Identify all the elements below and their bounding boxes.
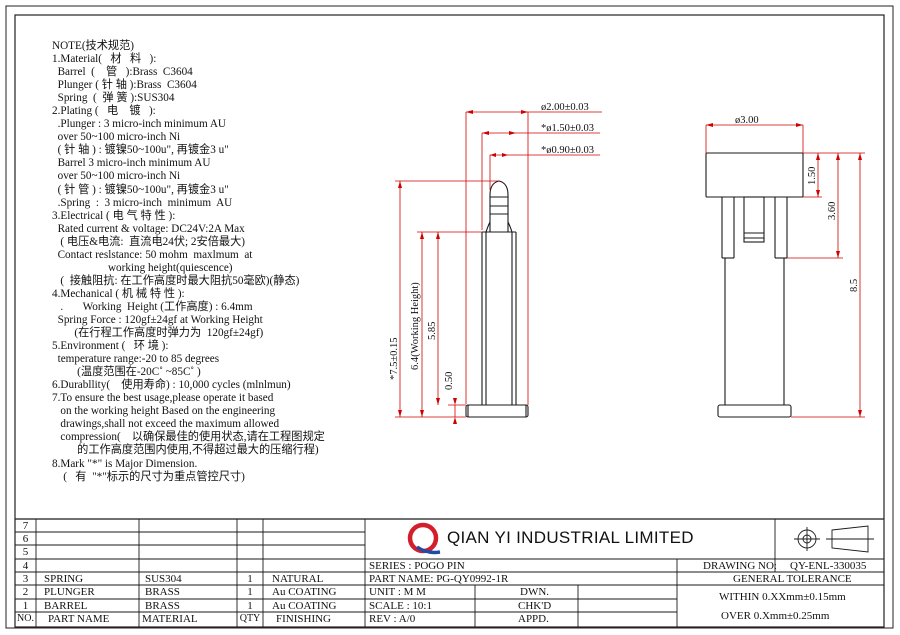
note-line: NOTE(技术规范) (52, 40, 135, 52)
dimension-arrows (398, 110, 862, 424)
note-line: Contact reslstance: 50 mohm maxlmum at (52, 248, 253, 261)
note-line: ( 接触阻抗: 在工作高度时最大阻抗50毫欧)(静态) (52, 274, 300, 287)
drawing-no-label: DRAWING NO: (703, 560, 777, 572)
general-tolerance-label: GENERAL TOLERANCE (733, 573, 852, 585)
note-line: 7.To ensure the best usage,please operat… (52, 392, 274, 405)
unit-label: UNIT : M M (369, 586, 426, 598)
revision-row-5: 5 (22, 546, 29, 558)
bom-row-3-qty: 1 (247, 573, 253, 585)
company-logo: Q (407, 522, 441, 555)
dim-0-50: 0.50 (444, 372, 455, 390)
chkd-label: CHK'D (518, 600, 552, 612)
series-label: SERIES : POGO PIN (369, 560, 465, 572)
note-line: compression( 以确保最佳的使用状态,请在工程图规定 (52, 431, 325, 444)
note-line: Spring ( 弹 簧 ):SUS304 (52, 92, 175, 105)
bom-header-qty: QTY (239, 613, 261, 624)
dim-8-5: 8.5 (849, 279, 860, 292)
bom-row-1-part: BARREL (44, 600, 88, 612)
dwn-label: DWN. (520, 586, 550, 598)
technical-notes: NOTE(技术规范)1.Material( 材 料 ): Barrel ( 管 … (52, 40, 392, 484)
tolerance-within: WITHIN 0.XXmm±0.15mm (719, 591, 846, 603)
dim-dia-2-00: ø2.00±0.03 (541, 102, 589, 113)
dim-dia-0-90: *ø0.90±0.03 (541, 145, 594, 156)
note-line: 5.Environment ( 环 境 ): (52, 340, 169, 353)
dimension-labels: ø2.00±0.03 *ø1.50±0.03 *ø0.90±0.03 ø3.00… (389, 102, 860, 390)
note-line: ( 电压&电流: 直流电24伏; 2安倍最大) (52, 235, 245, 248)
dim-height-7-5: *7.5±0.15 (389, 337, 400, 380)
bom-row-3-finish: NATURAL (272, 573, 324, 585)
bom-row-1-material: BRASS (145, 600, 180, 612)
drawing-no-value: QY-ENL-330035 (790, 560, 867, 572)
dimension-lines (395, 111, 865, 418)
bom-row-2-finish: Au COATING (272, 586, 337, 598)
note-line: Barrel 3 micro-inch minimum AU (52, 157, 211, 170)
revision-row-7: 7 (22, 520, 29, 532)
bom-row-2-material: BRASS (145, 586, 180, 598)
bom-row-1-qty: 1 (247, 600, 253, 612)
note-line: (在行程工作高度时弹力为 120gf±24gf) (52, 327, 264, 340)
bom-row-2-part: PLUNGER (44, 586, 95, 598)
bom-row-1-finish: Au COATING (272, 600, 337, 612)
part-name-label: PART NAME: PG-QY0992-1R (369, 573, 509, 585)
rev-label: REV : A/0 (369, 613, 416, 625)
note-line: on the working height Based on the engin… (52, 405, 276, 418)
revision-row-4: 4 (22, 560, 29, 572)
note-line: 8.Mark "*" is Major Dimension. (52, 457, 198, 470)
note-line: 3.Electrical ( 电 气 特 性 ): (52, 209, 176, 222)
note-line: 的工作高度范围内使用,不得超过最大的压缩行程) (52, 444, 319, 457)
title-block-grid (15, 518, 884, 627)
scale-label: SCALE : 10:1 (369, 600, 432, 612)
note-line: (温度范围在-20C˚ ~85C˚ ) (52, 366, 201, 379)
note-line: .Plunger : 3 micro-inch minimum AU (52, 118, 227, 131)
note-line: drawings,shall not exceed the maximum al… (52, 418, 280, 431)
bom-header-material: MATERIAL (142, 613, 198, 625)
note-line: .Spring : 3 micro-inch minimum AU (52, 196, 233, 209)
projection-symbol-icon (794, 525, 874, 553)
revision-row-6: 6 (22, 533, 29, 545)
dim-working-height: 6.4(Working Height) (410, 282, 421, 370)
bom-row-3-material: SUS304 (145, 573, 182, 585)
bom-header-finish: FINISHING (276, 613, 331, 625)
note-line: temperature range:-20 to 85 degrees (52, 353, 220, 366)
note-line: ( 针 轴 ) : 镀镍50~100u", 再镀金3 u" (52, 144, 229, 157)
tolerance-over: OVER 0.Xmm±0.25mm (721, 610, 830, 622)
bom-row-1-no: 1 (22, 600, 29, 612)
note-line: over 50~100 micro-inch Ni (52, 131, 181, 144)
bom-row-3-part: SPRING (44, 573, 84, 585)
side-view (705, 152, 804, 418)
dim-dia-3-00: ø3.00 (735, 115, 759, 126)
front-view (465, 180, 529, 418)
note-line: 6.Durabllity( 使用寿命) : 10,000 cycles (mln… (52, 379, 291, 392)
note-line: Rated current & voltage: DC24V:2A Max (52, 222, 245, 235)
bom-header-no: NO. (17, 613, 34, 624)
note-line: ( 有 "*"标示的尺寸为重点管控尺寸) (52, 470, 245, 483)
note-line: ( 针 管 ) : 镀镍50~100u", 再镀金3 u" (52, 183, 229, 196)
note-line: 2.Plating ( 电 镀 ): (52, 105, 156, 118)
note-line: 4.Mechanical ( 机 械 特 性 ): (52, 287, 185, 300)
note-line: 1.Material( 材 料 ): (52, 53, 157, 66)
bom-row-2-qty: 1 (247, 586, 253, 598)
note-line: Barrel ( 管 ):Brass C3604 (52, 66, 193, 79)
note-line: over 50~100 micro-inch Ni (52, 170, 181, 183)
dim-1-50: 1.50 (807, 167, 818, 185)
bom-row-2-no: 2 (22, 586, 29, 598)
appd-label: APPD. (518, 613, 549, 625)
company-name: QIAN YI INDUSTRIAL LIMITED (447, 528, 694, 547)
bom-header-part: PART NAME (48, 613, 110, 625)
note-line: working height(quiescence) (52, 261, 233, 274)
note-line: Plunger ( 针 轴 ):Brass C3604 (52, 79, 197, 92)
bom-row-3-no: 3 (22, 573, 29, 585)
dim-dia-1-50: *ø1.50±0.03 (541, 123, 594, 134)
note-line: . Working Height (工作高度) : 6.4mm (52, 300, 253, 313)
note-line: Spring Force : 120gf±24gf at Working Hei… (52, 313, 263, 326)
dim-5-85: 5.85 (427, 322, 438, 340)
dim-3-60: 3.60 (827, 202, 838, 220)
